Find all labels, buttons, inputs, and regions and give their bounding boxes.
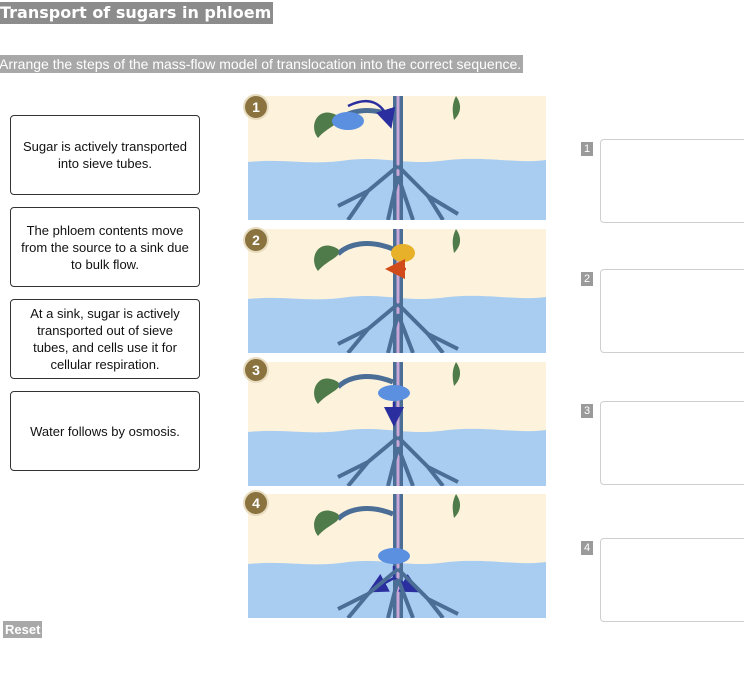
drop-slot-3[interactable] <box>600 401 744 485</box>
page-title: Transport of sugars in phloem <box>0 2 274 24</box>
drop-slot-1[interactable] <box>600 139 744 223</box>
drop-slot-2[interactable] <box>600 269 744 353</box>
plant-step-water-osmosis-icon <box>248 229 546 353</box>
drop-slot-number-3: 3 <box>581 404 593 418</box>
figure-badge-4: 4 <box>243 490 269 516</box>
drop-slot-number-2: 2 <box>581 272 593 286</box>
statement-card-1[interactable]: Sugar is actively transported into sieve… <box>10 115 200 195</box>
figure-panel-3 <box>248 362 546 486</box>
drop-slot-number-4: 4 <box>581 541 593 555</box>
plant-step-sugar-loading-icon <box>248 96 546 220</box>
figure-badge-3: 3 <box>243 357 269 383</box>
statement-card-3[interactable]: At a sink, sugar is actively transported… <box>10 299 200 379</box>
drop-slot-4[interactable] <box>600 538 744 622</box>
statement-card-2[interactable]: The phloem contents move from the source… <box>10 207 200 287</box>
drop-slot-number-1: 1 <box>581 142 593 156</box>
statement-text: Sugar is actively transported into sieve… <box>22 139 188 171</box>
figure-panel-4 <box>248 494 546 618</box>
figure-badge-2: 2 <box>243 227 269 253</box>
statement-text: At a sink, sugar is actively transported… <box>30 306 180 372</box>
reset-button[interactable]: Reset <box>3 621 43 638</box>
plant-step-bulk-flow-icon <box>248 362 546 486</box>
instructions: Arrange the steps of the mass-flow model… <box>0 55 524 73</box>
figure-badge-1: 1 <box>243 94 269 120</box>
figure-panel-1 <box>248 96 546 220</box>
statement-text: The phloem contents move from the source… <box>21 222 189 272</box>
figure-panel-2 <box>248 229 546 353</box>
statement-card-4[interactable]: Water follows by osmosis. <box>10 391 200 471</box>
plant-step-sugar-unloading-icon <box>248 494 546 618</box>
statement-text: Water follows by osmosis. <box>30 423 180 439</box>
